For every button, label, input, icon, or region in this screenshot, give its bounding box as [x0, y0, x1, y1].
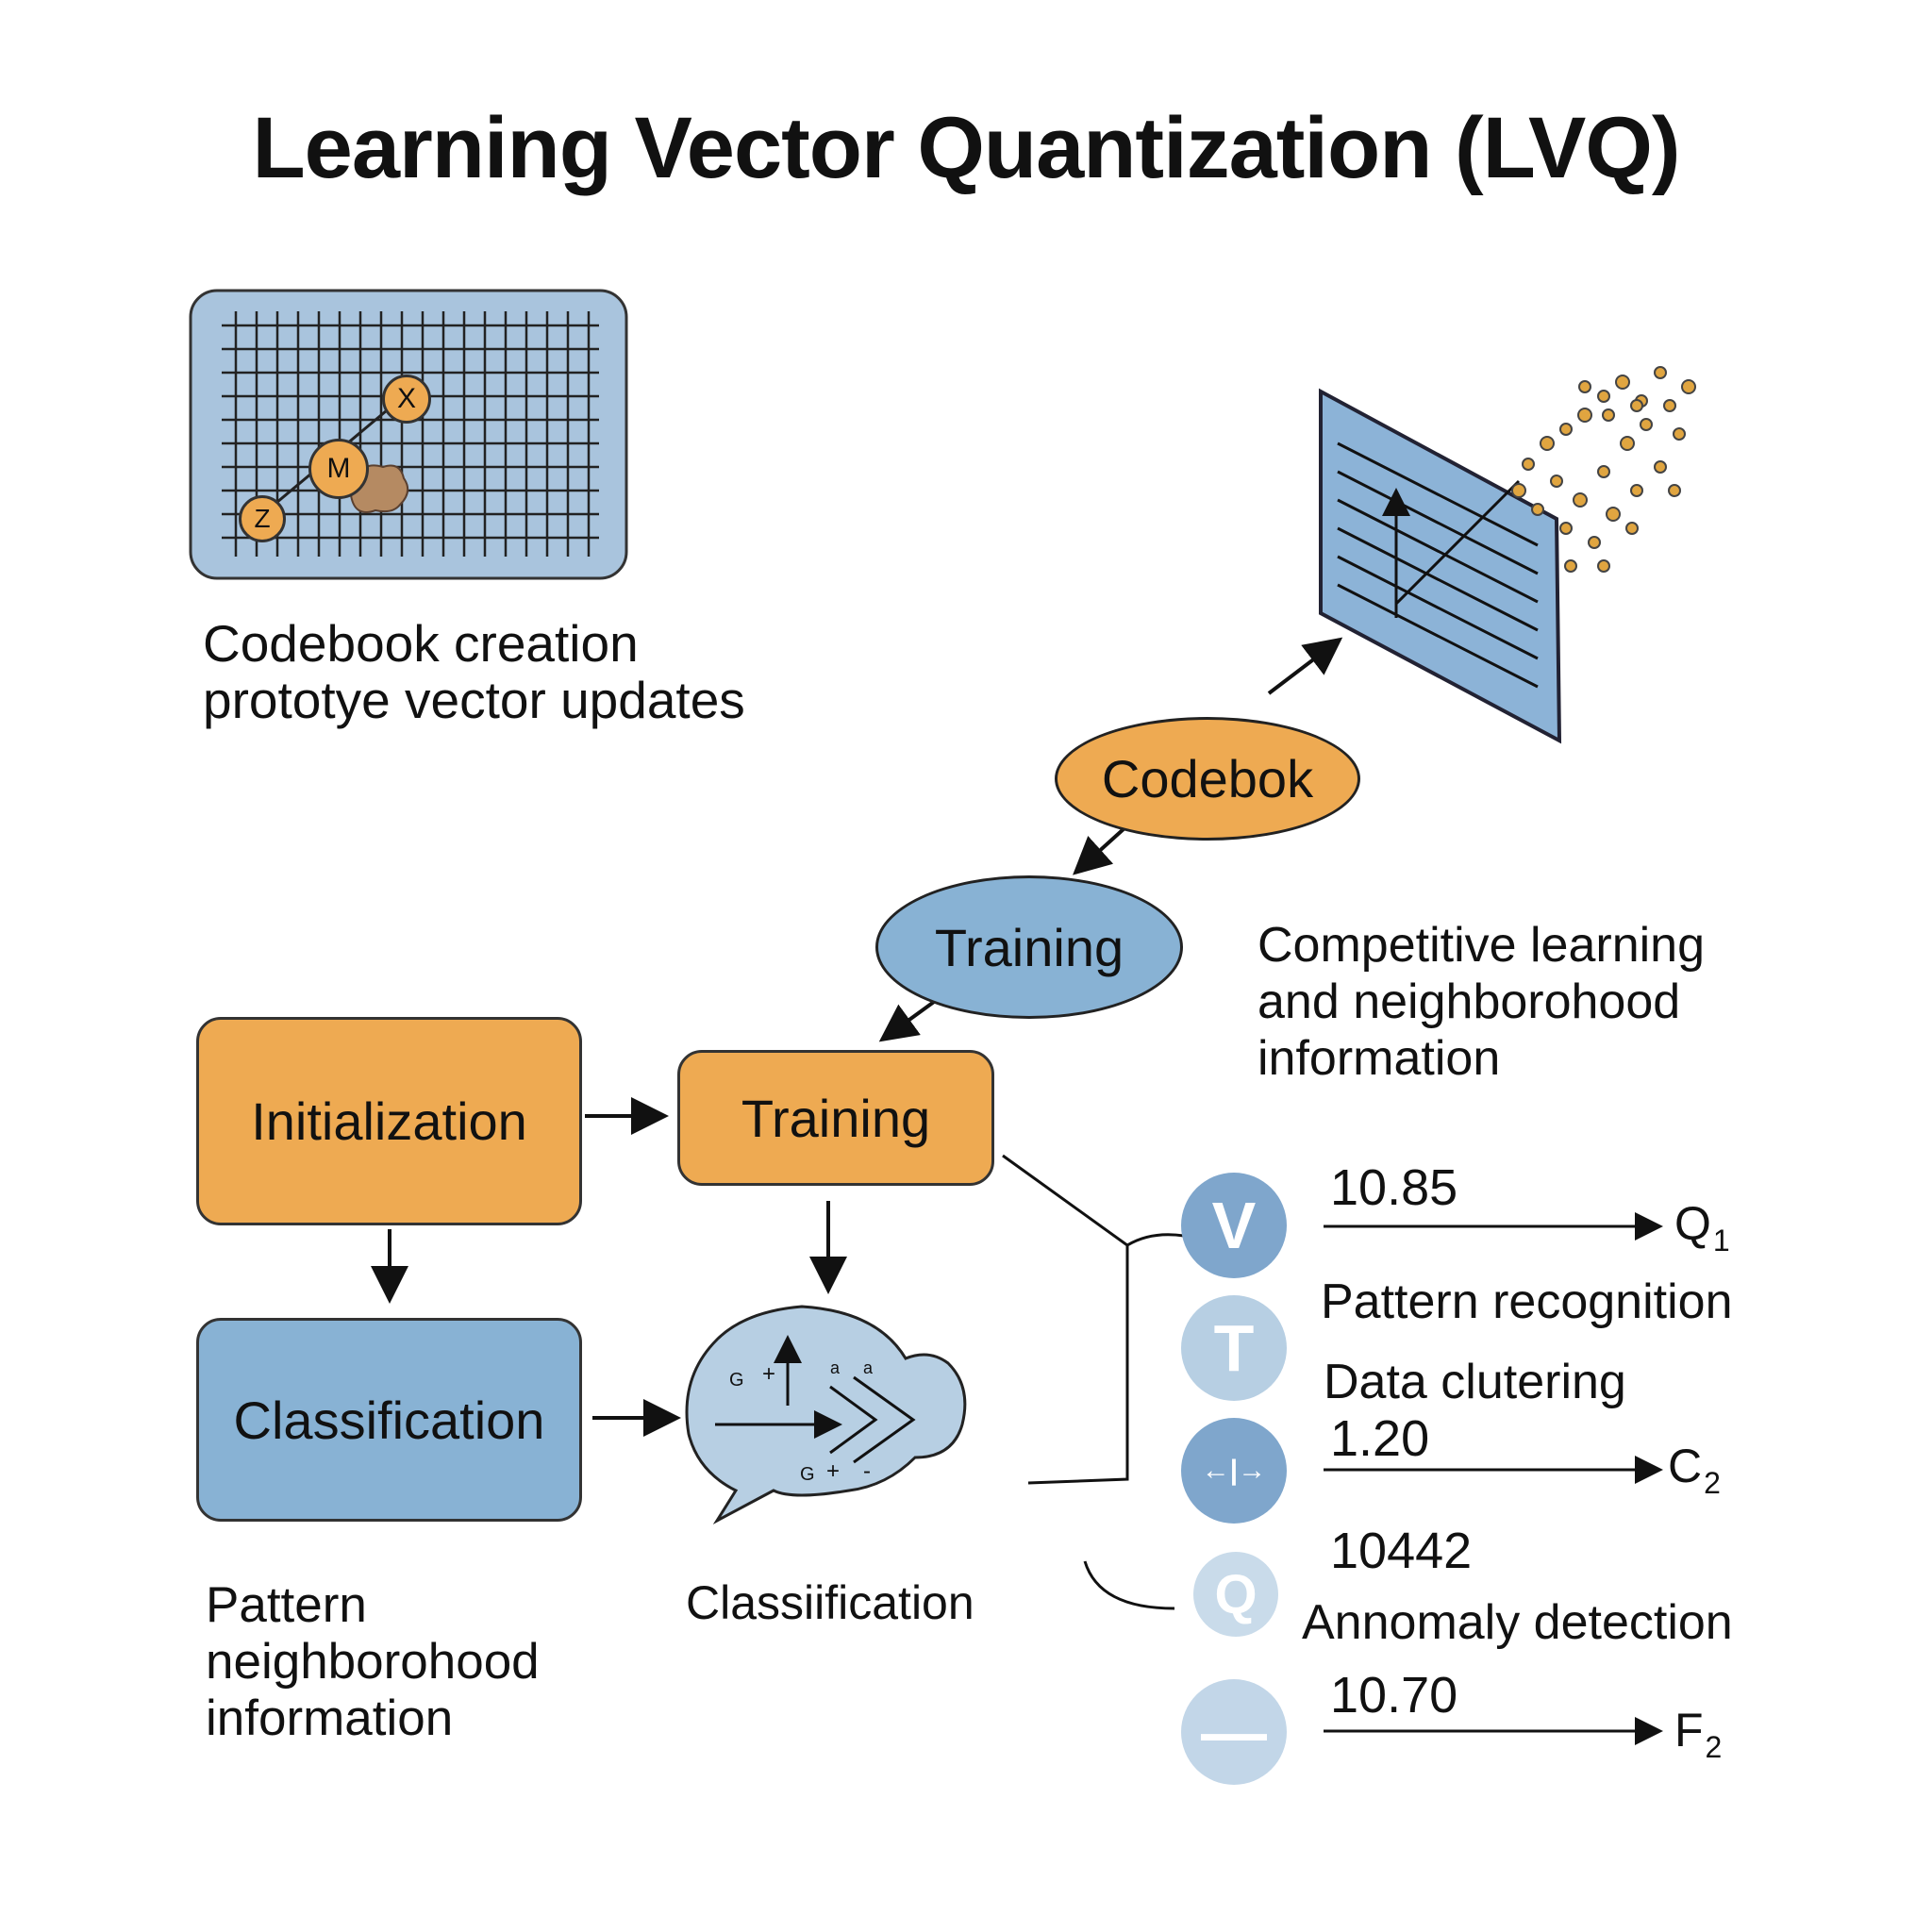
classification-box-label: Classification — [233, 1390, 545, 1450]
minus-icon: — — [1181, 1679, 1287, 1785]
anomaly-detection-label: Annomaly detection — [1302, 1595, 1733, 1650]
codebook-caption-line-1: Codebook creation — [203, 614, 639, 673]
codebook-grid-panel — [189, 289, 628, 580]
node-m-label: M — [326, 453, 351, 484]
output-label-f2-sub: 2 — [1705, 1730, 1723, 1764]
training-ellipse: Training — [875, 875, 1183, 1019]
arrow-to-plane — [1267, 637, 1343, 695]
output-label-f2: F2 — [1674, 1703, 1722, 1764]
output-value-c2: 1.20 — [1330, 1410, 1430, 1467]
training-ellipse-label: Training — [934, 917, 1124, 977]
output-label-q1-letter: Q — [1674, 1197, 1711, 1250]
training-box-label: Training — [741, 1088, 931, 1148]
v-icon: V — [1181, 1173, 1287, 1278]
bubble-glyph-minus: - — [863, 1458, 871, 1484]
q-icon: Q — [1193, 1552, 1278, 1637]
bubble-glyph-a2: a — [863, 1358, 874, 1377]
bubble-glyph-a1: a — [830, 1358, 841, 1377]
bubble-caption: Classiification — [686, 1576, 974, 1629]
t-icon-glyph: T — [1213, 1311, 1255, 1385]
classification-box: Classification — [196, 1318, 582, 1522]
split-arrows-icon-glyph: ←|→ — [1201, 1455, 1267, 1486]
bubble-glyph-g1: G — [729, 1370, 744, 1391]
bracket-connector — [1002, 1154, 1129, 1485]
output-value-f2: 10.70 — [1330, 1667, 1458, 1724]
page-title: Learning Vector Quantization (LVQ) — [252, 100, 1680, 196]
node-m: M — [308, 439, 369, 499]
competitive-line-1: Competitive learning — [1257, 918, 1706, 973]
output-label-q1: Q1 — [1674, 1196, 1730, 1257]
bubble-glyph-plus2: + — [826, 1458, 841, 1484]
initialization-box: Initialization — [196, 1017, 582, 1225]
pattern-caption-line-2: neighborohood — [206, 1634, 540, 1690]
arrow-training-to-box — [878, 1000, 936, 1042]
node-x-label: X — [396, 383, 416, 414]
pattern-caption-line-3: information — [206, 1690, 454, 1746]
t-icon: T — [1181, 1295, 1287, 1401]
data-clustering-label: Data clutering — [1324, 1355, 1626, 1409]
classification-bubble — [685, 1305, 967, 1524]
training-box: Training — [677, 1050, 994, 1186]
anomaly-value: 10442 — [1330, 1523, 1473, 1579]
anomaly-connector — [1083, 1560, 1175, 1610]
output-label-c2-sub: 2 — [1704, 1466, 1721, 1500]
arrow-codebook-to-training — [1073, 826, 1126, 875]
initialization-label: Initialization — [251, 1091, 527, 1151]
competitive-line-2: and neighborohood — [1257, 974, 1681, 1029]
q-icon-glyph: Q — [1214, 1563, 1257, 1625]
codebook-caption: Codebook creation prototye vector update… — [203, 615, 745, 728]
minus-icon-glyph: — — [1201, 1695, 1267, 1769]
split-arrows-icon: ←|→ — [1181, 1418, 1287, 1524]
pattern-recognition-label: Pattern recognition — [1321, 1274, 1733, 1329]
bubble-glyph-g2: G — [800, 1464, 815, 1485]
competitive-line-3: information — [1257, 1031, 1501, 1086]
bubble-glyph-plus1: + — [762, 1361, 776, 1387]
codebook-plane-panel — [1319, 366, 1696, 744]
pattern-caption-line-1: Pattern — [206, 1577, 367, 1633]
output-label-c2: C2 — [1668, 1439, 1721, 1500]
node-x: X — [382, 375, 431, 424]
competitive-learning-text: Competitive learning and neighborohood i… — [1257, 917, 1705, 1087]
codebook-ellipse: Codebok — [1055, 717, 1360, 841]
node-z-label: Z — [254, 504, 271, 533]
output-label-q1-sub: 1 — [1712, 1224, 1730, 1257]
output-value-q1: 10.85 — [1330, 1159, 1458, 1216]
codebook-caption-line-2: prototye vector updates — [203, 671, 745, 729]
pattern-caption: Pattern neighborohood information — [206, 1577, 540, 1747]
node-z: Z — [239, 495, 286, 542]
output-label-f2-letter: F — [1674, 1704, 1704, 1757]
output-label-c2-letter: C — [1668, 1440, 1703, 1492]
codebook-ellipse-label: Codebok — [1101, 749, 1314, 808]
v-icon-glyph: V — [1211, 1189, 1257, 1262]
